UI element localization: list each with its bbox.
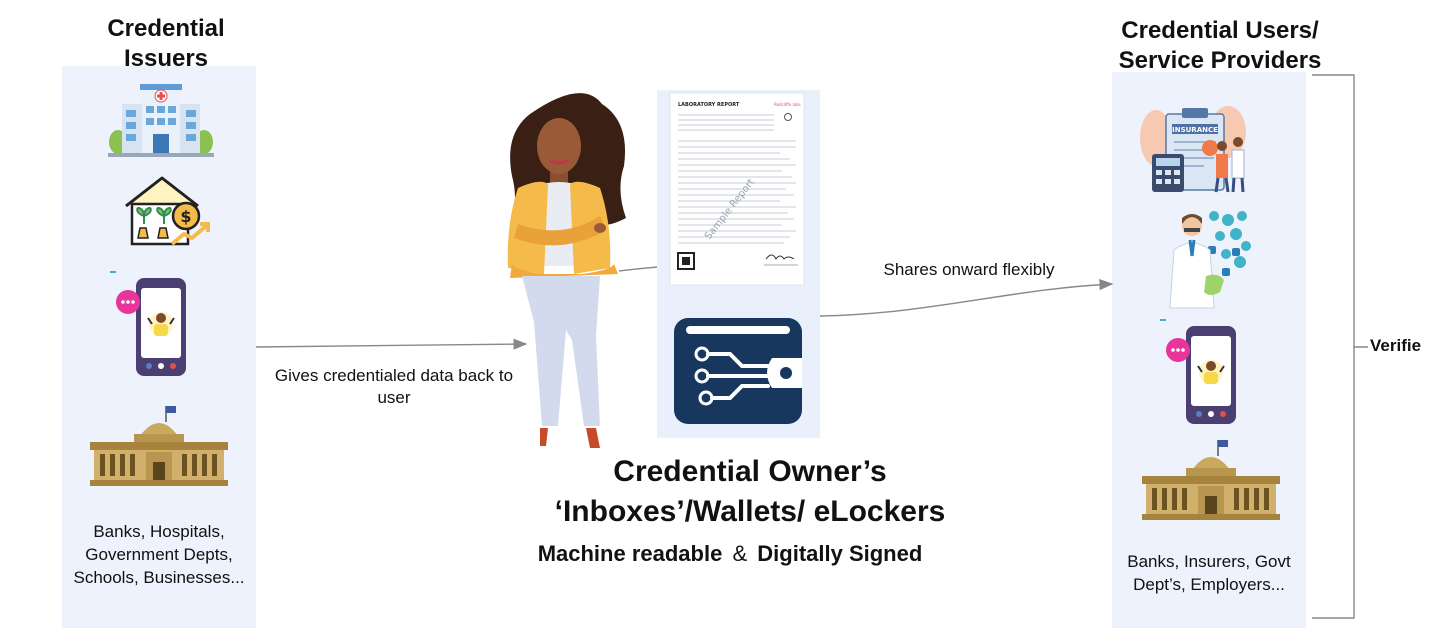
subtitle-machine-readable: Machine readable	[537, 541, 723, 566]
government-building-icon	[90, 406, 228, 486]
insurance-label: INSURANCE	[1172, 126, 1218, 134]
wallet-circuit-icon	[674, 318, 802, 424]
users-title: Credential Users/ Service Providers	[1118, 17, 1322, 74]
issuers-caption: Banks, Hospitals, Government Depts, Scho…	[73, 522, 245, 587]
users-caption: Banks, Insurers, Govt Dept’s, Employers.…	[1127, 552, 1291, 594]
home-finance-icon: $	[125, 176, 210, 246]
lab-report-icon: LABORATORY REPORT Redcliffe labs Sample …	[669, 92, 805, 286]
verifier-bracket	[1312, 74, 1368, 619]
government-building-icon-right	[1142, 440, 1280, 520]
issuers-title: Credential Issuers	[107, 15, 225, 72]
owner-title: Credential Owner’s ‘Inboxes’/Wallets/ eL…	[554, 455, 946, 528]
report-brand: Redcliffe labs	[774, 102, 801, 107]
insurance-form-icon: INSURANCE	[1140, 106, 1246, 193]
svg-text:$: $	[180, 207, 191, 226]
give-arrow	[255, 338, 528, 350]
phone-call-icon	[110, 271, 186, 376]
give-back-label: Gives credentialed data back to user	[274, 366, 514, 407]
subtitle-ampersand: &	[732, 541, 748, 566]
owner-subtitle: Machine readable & Digitally Signed	[500, 541, 960, 567]
phone-call-icon-right	[1160, 319, 1236, 424]
share-onward-label: Shares onward flexibly	[883, 260, 1055, 279]
doctor-icon	[1169, 211, 1251, 309]
hospital-icon	[108, 84, 214, 157]
credential-owner-figure	[507, 93, 626, 448]
owner-to-document-line	[618, 266, 658, 272]
subtitle-digitally-signed: Digitally Signed	[757, 541, 923, 566]
report-header: LABORATORY REPORT	[678, 102, 740, 108]
share-arrow	[819, 279, 1114, 317]
verifier-label: Verifie	[1370, 336, 1422, 355]
